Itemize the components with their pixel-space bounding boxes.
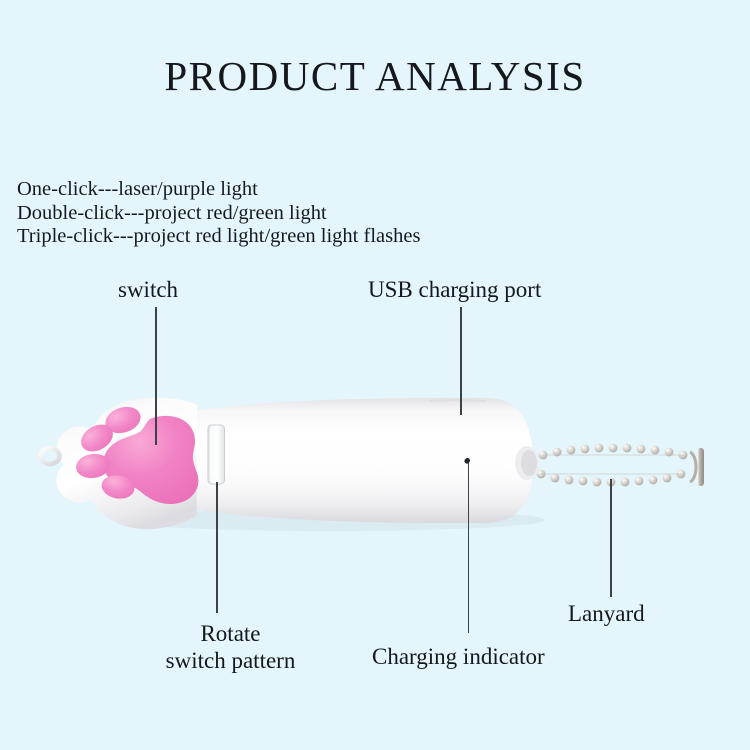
callout-label-lanyard: Lanyard — [568, 601, 645, 626]
device-paw-head — [56, 397, 198, 530]
leader-line-lanyard — [610, 479, 612, 597]
instruction-list: One-click---laser/purple light Double-cl… — [17, 178, 537, 249]
callout-label-switch: switch — [118, 277, 179, 302]
callout-label-usb-charging-port: USB charging port — [368, 277, 542, 302]
paw-toe-bean — [81, 424, 113, 452]
paw-toe-bean — [105, 406, 141, 434]
lanyard-chain — [536, 443, 704, 487]
charging-indicator-dot — [465, 458, 470, 463]
lanyard-clasp — [697, 448, 704, 486]
instruction-line: Double-click---project red/green light — [17, 201, 327, 224]
callout-label-rotate-line2: switch pattern — [165, 648, 296, 673]
paw-toe-bean — [101, 475, 135, 499]
paw-center-pad — [103, 415, 199, 505]
callout-label-charging-indicator: Charging indicator — [372, 644, 545, 669]
callout-label-rotate-switch-pattern: Rotate switch pattern — [148, 620, 313, 674]
leader-line-rotate — [216, 482, 218, 613]
instruction-line: One-click---laser/purple light — [17, 178, 258, 200]
leader-line-switch — [155, 307, 157, 445]
page-title: PRODUCT ANALYSIS — [164, 53, 586, 99]
lanyard-socket — [515, 446, 539, 480]
hang-ring-icon — [38, 445, 62, 467]
usb-charging-port — [429, 399, 487, 402]
instruction-line: Triple-click---project red light/green l… — [17, 225, 421, 247]
leader-line-charging — [467, 462, 470, 633]
device-barrel — [185, 398, 533, 523]
rotate-switch-button — [207, 424, 225, 485]
leader-line-usb — [460, 307, 462, 415]
callout-label-rotate-line1: Rotate — [200, 621, 261, 646]
paw-toe-bean — [76, 453, 110, 479]
